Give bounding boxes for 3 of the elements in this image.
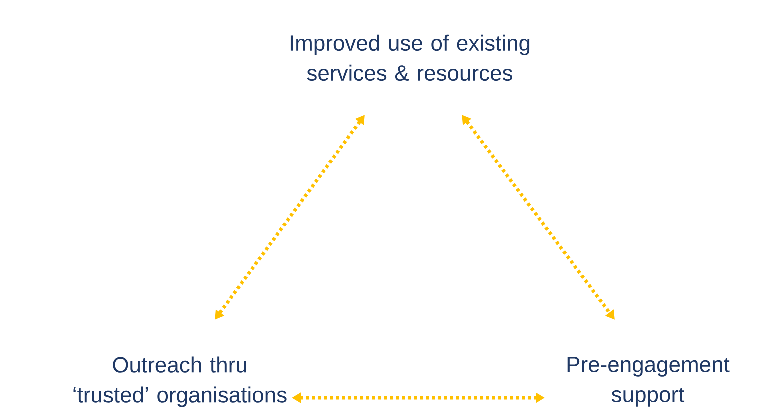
node-label: Improved use of existing services & resources [290, 34, 530, 82]
node-label: Pre-engagement support [568, 357, 730, 407]
node-label: Outreach thru ‘trusted’ organisations [74, 356, 287, 408]
